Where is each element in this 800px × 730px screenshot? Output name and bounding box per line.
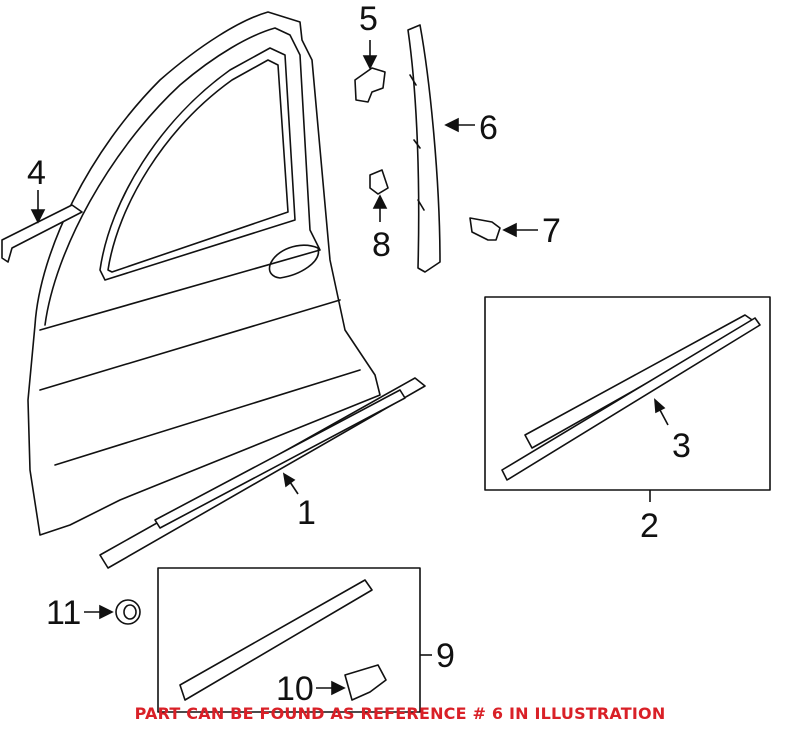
callout-5: 5 [359, 0, 378, 38]
part-1-belt-molding [99, 377, 426, 569]
part-7-screw [469, 217, 501, 241]
callout-10: 10 [276, 670, 314, 708]
part-10-clip [344, 664, 387, 701]
callout-7: 7 [542, 212, 561, 250]
callout-11: 11 [46, 594, 81, 632]
part-9-box [157, 567, 421, 713]
callout-9: 9 [436, 637, 455, 675]
part-6-pillar-trim [407, 24, 441, 273]
part-2-box [484, 296, 771, 491]
leader-lines [30, 40, 669, 696]
callout-6: 6 [479, 109, 498, 147]
part-5-clip [354, 67, 386, 103]
part-8-clip [369, 169, 389, 195]
callout-1: 1 [297, 494, 316, 532]
callout-3: 3 [672, 427, 691, 465]
callout-8: 8 [372, 226, 391, 264]
callout-2: 2 [640, 507, 659, 545]
part-9-molding [179, 579, 373, 701]
part-3-weatherstrip [501, 314, 761, 481]
part-11-grommet [115, 599, 141, 625]
part-4-trim [1, 204, 83, 263]
front-door [27, 11, 381, 536]
reference-note: PART CAN BE FOUND AS REFERENCE # 6 IN IL… [134, 704, 666, 723]
callout-4: 4 [27, 154, 46, 192]
